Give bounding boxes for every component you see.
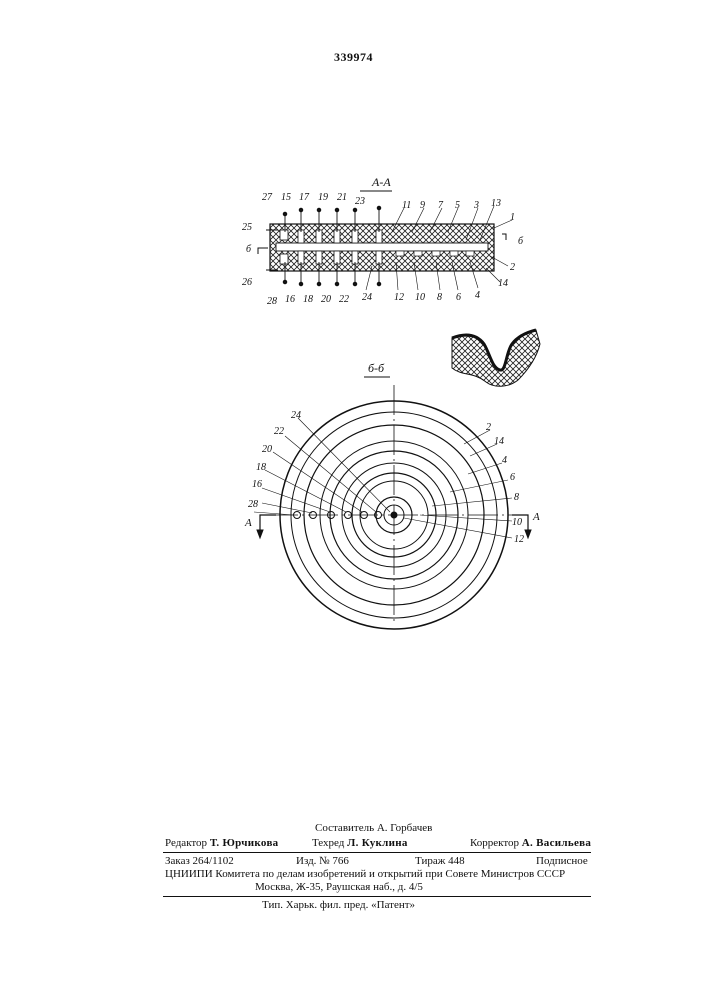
svg-text:19: 19 (318, 192, 328, 203)
groove-detail (452, 330, 540, 386)
svg-text:11: 11 (402, 200, 411, 211)
svg-text:4: 4 (502, 455, 507, 466)
svg-text:28: 28 (248, 499, 258, 510)
order-number: Заказ 264/1102 (165, 855, 234, 868)
svg-text:25: 25 (242, 222, 252, 233)
svg-text:18: 18 (303, 294, 313, 305)
svg-text:21: 21 (337, 192, 347, 203)
svg-text:22: 22 (274, 426, 284, 437)
svg-text:8: 8 (437, 292, 442, 303)
editor-line: Редактор Т. Юрчикова (165, 837, 278, 850)
svg-text:б: б (518, 236, 524, 247)
svg-text:16: 16 (252, 479, 262, 490)
svg-text:12: 12 (514, 534, 524, 545)
subscription: Подписное (536, 855, 588, 868)
svg-text:5: 5 (455, 200, 460, 211)
svg-text:22: 22 (339, 294, 349, 305)
svg-text:7: 7 (438, 200, 444, 211)
svg-text:10: 10 (415, 292, 425, 303)
svg-text:б: б (246, 244, 252, 255)
svg-text:6: 6 (456, 292, 461, 303)
section-b-title: б-б (368, 361, 385, 375)
svg-text:27: 27 (262, 192, 273, 203)
svg-text:16: 16 (285, 294, 295, 305)
compiler: Составитель А. Горбачев (315, 822, 432, 835)
svg-text:10: 10 (512, 517, 522, 528)
svg-text:17: 17 (299, 192, 310, 203)
techred-line: Техред Л. Куклина (312, 837, 408, 850)
svg-text:23: 23 (355, 196, 365, 207)
svg-text:2: 2 (510, 262, 515, 273)
svg-text:9: 9 (420, 200, 425, 211)
svg-text:3: 3 (473, 200, 479, 211)
svg-text:18: 18 (256, 462, 266, 473)
svg-text:24: 24 (291, 410, 301, 421)
svg-text:А: А (244, 517, 252, 529)
divider (163, 852, 591, 853)
svg-text:20: 20 (262, 444, 272, 455)
organization: ЦНИИПИ Комитета по делам изобретений и о… (165, 868, 565, 881)
circulation: Тираж 448 (415, 855, 465, 868)
address: Москва, Ж-35, Раушская наб., д. 4/5 (255, 881, 423, 894)
svg-text:14: 14 (498, 278, 508, 289)
svg-text:12: 12 (394, 292, 404, 303)
svg-text:28: 28 (267, 296, 277, 307)
svg-text:20: 20 (321, 294, 331, 305)
svg-text:1: 1 (510, 212, 515, 223)
svg-text:А: А (532, 511, 540, 523)
svg-text:4: 4 (475, 290, 480, 301)
svg-text:13: 13 (491, 198, 501, 209)
divider-2 (163, 896, 591, 897)
svg-text:8: 8 (514, 492, 519, 503)
svg-text:14: 14 (494, 436, 504, 447)
svg-text:15: 15 (281, 192, 291, 203)
svg-text:6: 6 (510, 472, 515, 483)
section-a-title: А-А (371, 175, 391, 189)
svg-text:2: 2 (486, 422, 491, 433)
corrector-line: Корректор А. Васильева (470, 837, 591, 850)
section-a-view (258, 206, 512, 290)
printer: Тип. Харьк. фил. пред. «Патент» (262, 899, 415, 912)
svg-text:24: 24 (362, 292, 372, 303)
edition-number: Изд. № 766 (296, 855, 349, 868)
svg-text:26: 26 (242, 277, 252, 288)
